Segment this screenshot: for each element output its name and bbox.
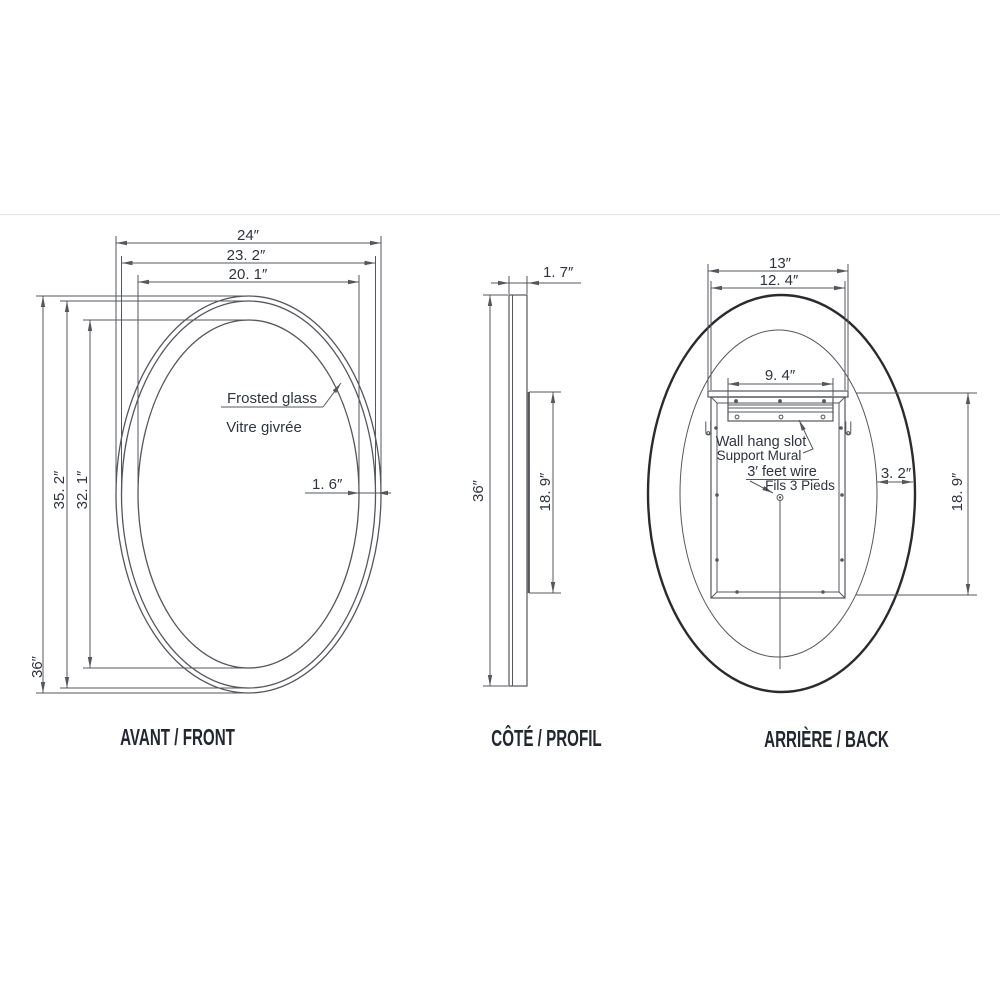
screw-dot — [822, 399, 826, 403]
dim-front-overall-height: 36″ — [29, 295, 254, 694]
dim-back-slot-width: 9. 4″ — [727, 367, 834, 396]
feet-wire-label: 3′ feet wire — [746, 464, 819, 494]
screw-dot — [778, 399, 782, 403]
svg-text:ARRIÈRE / BACK: ARRIÈRE / BACK — [764, 726, 889, 753]
dim-label: 1. 7″ — [543, 264, 574, 281]
front-frame-ellipse — [120, 300, 377, 689]
feet-wire-text: 3′ feet wire — [747, 464, 817, 480]
dim-front-glass-width: 20. 1″ — [137, 266, 360, 495]
dim-label: 24″ — [237, 227, 260, 244]
side-view: 1. 7″ 36″ 18. 9″ CÔTÉ / PROFIL — [470, 264, 602, 752]
front-outer-ellipse — [115, 295, 382, 694]
hang-hook-left — [705, 421, 712, 436]
dim-side-back-panel-height: 18. 9″ — [529, 391, 561, 594]
dim-front-overall-width: 24″ — [115, 227, 382, 495]
dim-label: 36″ — [29, 655, 46, 678]
dim-label: 23. 2″ — [227, 247, 266, 264]
fils-3-pieds-label: Fils 3 Pieds — [765, 478, 835, 493]
back-outer-ellipse — [646, 293, 917, 694]
wall-hang-bracket — [727, 396, 834, 422]
dim-back-overall-width: 13″ — [707, 255, 849, 390]
wall-hang-slot-label: Wall hang slot — [716, 419, 814, 454]
back-panel — [707, 390, 849, 599]
screw-hole — [778, 414, 784, 420]
dim-front-glass-height: 32. 1″ — [74, 319, 250, 669]
dim-front-frame-width: 23. 2″ — [121, 247, 376, 495]
front-caption: AVANT / FRONT — [120, 725, 235, 751]
dim-side-height: 36″ — [470, 294, 508, 687]
support-mural-label: Support Mural — [717, 448, 802, 463]
dim-back-panel-height: 18. 9″ — [856, 392, 977, 596]
back-view: 13″ 12. 4″ 9. 4″ 3. 2″ 18. 9″ — [646, 255, 977, 753]
screw-dot — [734, 399, 738, 403]
dim-back-frame-ring: 3. 2″ — [877, 465, 913, 485]
screw-hole — [734, 414, 740, 420]
dim-label: 1. 6″ — [312, 476, 343, 493]
dim-side-thickness: 1. 7″ — [491, 264, 581, 294]
dim-label: 20. 1″ — [229, 266, 268, 283]
dim-label: 36″ — [470, 479, 487, 502]
dim-front-frame-border: 1. 6″ — [305, 476, 391, 496]
back-panel-top-bar — [707, 390, 849, 398]
back-inner-ellipse — [679, 329, 878, 658]
page-separator-line — [0, 214, 1000, 216]
side-caption: CÔTÉ / PROFIL — [491, 724, 601, 752]
front-glass-ellipse — [137, 319, 360, 669]
dim-label: 18. 9″ — [949, 472, 966, 511]
svg-text:CÔTÉ / PROFIL: CÔTÉ / PROFIL — [491, 724, 601, 752]
back-panel-inner-rect — [716, 402, 840, 593]
dim-label: 35. 2″ — [51, 470, 68, 509]
dim-front-frame-height: 35. 2″ — [51, 300, 251, 689]
hang-hook-right — [845, 421, 852, 436]
wall-hang-slot-text: Wall hang slot — [716, 434, 807, 450]
frosted-glass-label: Frosted glass — [221, 382, 342, 408]
vitre-givree-label: Vitre givrée — [226, 419, 302, 436]
dim-label: 32. 1″ — [74, 470, 91, 509]
dim-label: 18. 9″ — [537, 472, 554, 511]
front-view: 24″ 23. 2″ 20. 1″ 36″ 35. 2″ — [29, 227, 391, 751]
dim-back-panel-width: 12. 4″ — [710, 272, 846, 390]
dim-label: 12. 4″ — [760, 272, 799, 289]
panel-screws — [714, 426, 844, 594]
side-profile-rect — [508, 294, 528, 687]
svg-text:AVANT / FRONT: AVANT / FRONT — [120, 725, 235, 751]
dim-label: 13″ — [769, 255, 792, 272]
dim-label: 3. 2″ — [881, 465, 912, 482]
screw-hole — [820, 414, 826, 420]
dim-label: 9. 4″ — [765, 367, 796, 384]
hanging-wire — [776, 494, 784, 669]
frosted-glass-text: Frosted glass — [227, 390, 317, 407]
back-caption: ARRIÈRE / BACK — [764, 726, 889, 753]
